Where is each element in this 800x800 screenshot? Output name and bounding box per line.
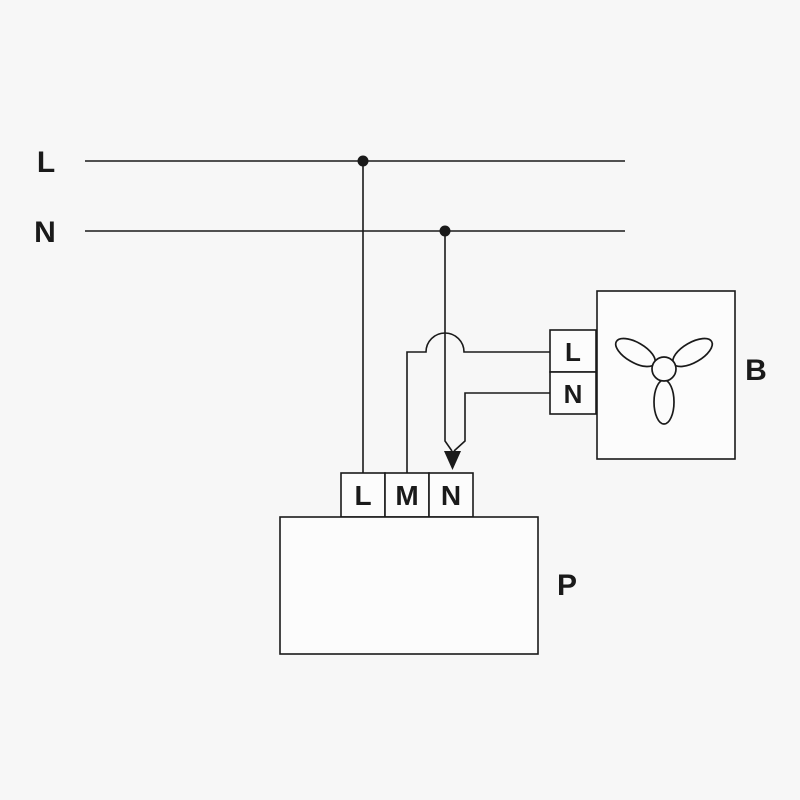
controller-box: [279, 516, 539, 655]
controller-terminal-m-box: [384, 472, 430, 518]
neutral-drop-wire: [444, 231, 453, 452]
fan-hub: [651, 356, 677, 382]
controller-terminal-l-label: L: [354, 480, 371, 511]
fan-blade: [653, 379, 675, 425]
fan-neutral-wire: [453, 392, 550, 452]
fan-terminal-n-label: N: [564, 379, 583, 409]
fan-label: B: [745, 354, 767, 387]
switched-live-wire: [406, 332, 550, 473]
controller-terminal-m-label: M: [395, 480, 418, 511]
fan-terminal-l-box: [549, 329, 597, 373]
fan-terminal-n-box: [549, 371, 597, 415]
fan-terminal-l-label: L: [565, 337, 581, 367]
fan-icon: [614, 337, 714, 425]
controller-terminal-n-box: [428, 472, 474, 518]
controller-label: P: [557, 569, 577, 602]
neutral-bus-label: N: [34, 216, 56, 249]
down-arrow-icon: [444, 451, 461, 470]
controller-terminal-n-label: N: [441, 480, 461, 511]
live-bus-label: L: [37, 146, 55, 179]
